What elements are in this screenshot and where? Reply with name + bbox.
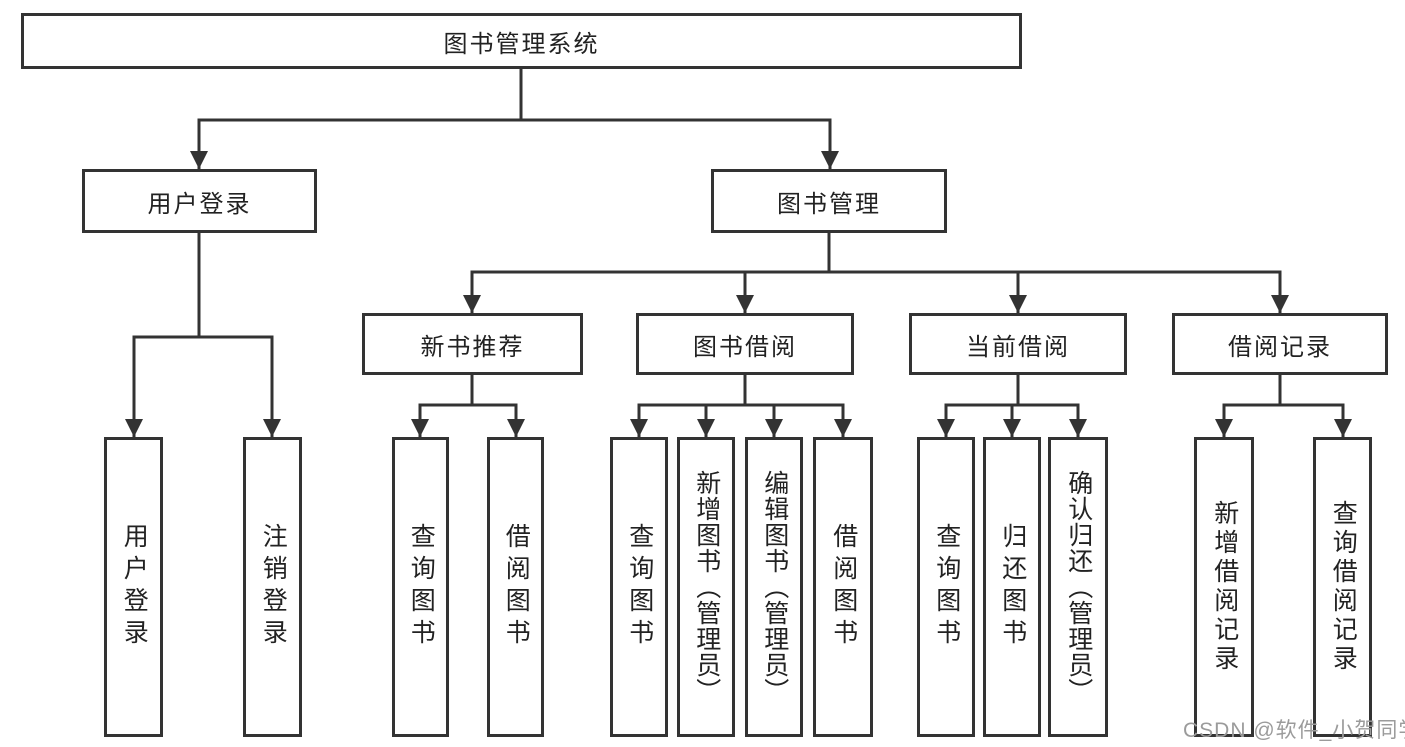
leaf-query-books-recommend: 查询图书 bbox=[392, 437, 449, 737]
leaf-borrow-books: 借阅图书 bbox=[813, 437, 873, 737]
node-user-login: 用户登录 bbox=[82, 169, 317, 233]
csdn-watermark: CSDN @软件_小贺同学 bbox=[1183, 719, 1405, 742]
leaf-confirm-return-admin: 确认归还（管理员） bbox=[1048, 437, 1108, 737]
node-library-management-system: 图书管理系统 bbox=[21, 13, 1022, 69]
leaf-user-login: 用户登录 bbox=[104, 437, 163, 737]
leaf-add-books-admin: 新增图书（管理员） bbox=[677, 437, 735, 737]
leaf-edit-books-admin: 编辑图书（管理员） bbox=[745, 437, 803, 737]
leaf-logout: 注销登录 bbox=[243, 437, 302, 737]
leaf-query-books-borrowing: 查询图书 bbox=[610, 437, 668, 737]
leaf-add-borrow-record: 新增借阅记录 bbox=[1194, 437, 1254, 737]
node-current-borrowing: 当前借阅 bbox=[909, 313, 1127, 375]
node-new-book-recommendation: 新书推荐 bbox=[362, 313, 583, 375]
leaf-borrow-books-recommend: 借阅图书 bbox=[487, 437, 544, 737]
leaf-return-books: 归还图书 bbox=[983, 437, 1041, 737]
leaf-query-books-current: 查询图书 bbox=[917, 437, 975, 737]
node-borrowing-records: 借阅记录 bbox=[1172, 313, 1388, 375]
node-book-borrowing: 图书借阅 bbox=[636, 313, 854, 375]
leaf-query-borrow-record: 查询借阅记录 bbox=[1313, 437, 1372, 737]
node-book-management: 图书管理 bbox=[711, 169, 947, 233]
